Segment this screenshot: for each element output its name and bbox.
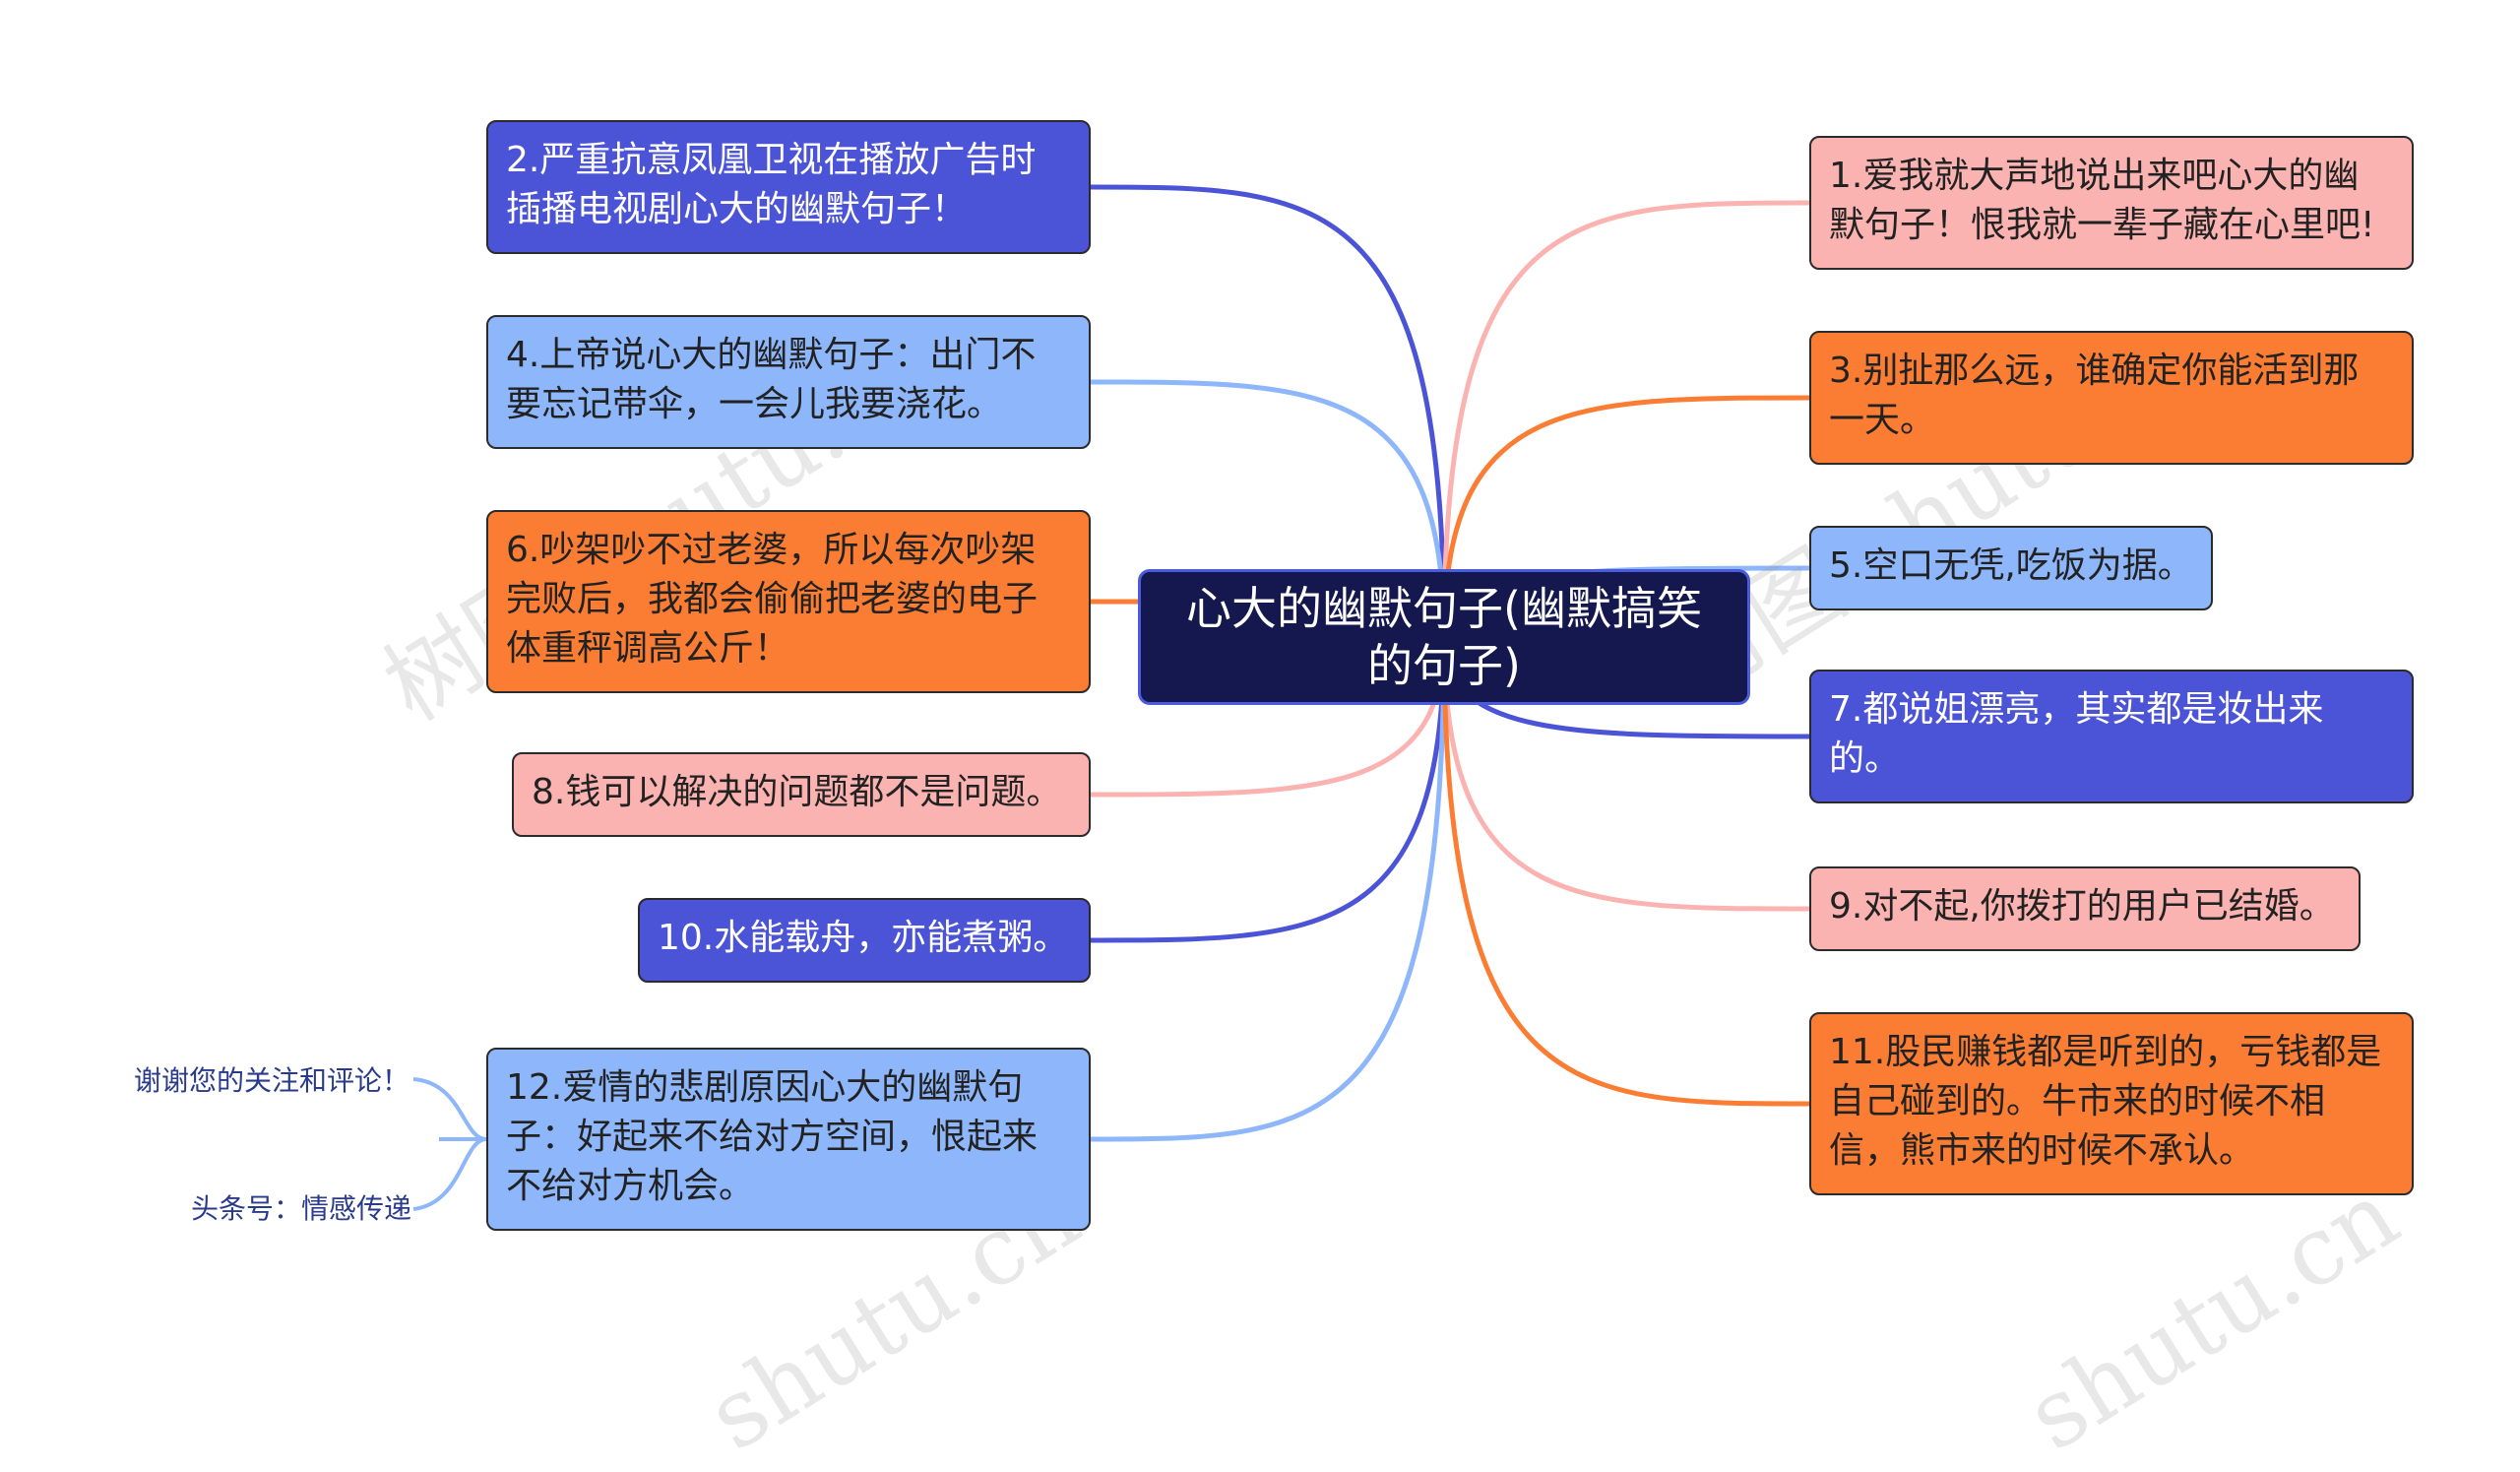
connector-line xyxy=(1090,184,1447,638)
connector-line xyxy=(1090,379,1447,638)
sub-topic-bracket xyxy=(412,1077,487,1211)
central-topic[interactable]: 心大的幽默句子(幽默搞笑的句子) xyxy=(1138,569,1750,705)
connector-line xyxy=(1441,636,1810,1107)
topic-node-10[interactable]: 10.水能载舟，亦能煮粥。 xyxy=(638,898,1091,983)
connector-line xyxy=(1441,636,1810,912)
topic-node-12[interactable]: 12.爱情的悲剧原因心大的幽默句子：好起来不给对方空间，恨起来不给对方机会。 xyxy=(486,1048,1091,1231)
connector-line xyxy=(1441,200,1810,638)
topic-node-9[interactable]: 9.对不起,你拨打的用户已结婚。 xyxy=(1809,866,2361,951)
topic-node-2[interactable]: 2.严重抗意凤凰卫视在播放广告时插播电视剧心大的幽默句子！ xyxy=(486,120,1091,254)
connector-line xyxy=(1090,636,1447,943)
connector-lines xyxy=(412,184,1810,1211)
connector-line xyxy=(1090,636,1447,1142)
topic-node-7[interactable]: 7.都说姐漂亮，其实都是妆出来的。 xyxy=(1809,670,2414,803)
topic-node-8[interactable]: 8.钱可以解决的问题都不是问题。 xyxy=(512,752,1091,837)
topic-node-11[interactable]: 11.股民赚钱都是听到的，亏钱都是自己碰到的。牛市来的时候不相信，熊市来的时候不… xyxy=(1809,1012,2414,1195)
connector-line xyxy=(1441,395,1810,638)
topic-node-3[interactable]: 3.别扯那么远，谁确定你能活到那一天。 xyxy=(1809,331,2414,465)
topic-node-4[interactable]: 4.上帝说心大的幽默句子：出门不要忘记带伞，一会儿我要浇花。 xyxy=(486,315,1091,449)
sub-topic-account[interactable]: 头条号：情感传递 xyxy=(191,1192,412,1225)
topic-node-6[interactable]: 6.吵架吵不过老婆，所以每次吵架完败后，我都会偷偷把老婆的电子体重秤调高公斤！ xyxy=(486,510,1091,693)
mindmap-canvas: 树图 shutu.cn 树图 shutu.cn shutu.cn shutu.c… xyxy=(134,120,2417,1472)
topic-node-5[interactable]: 5.空口无凭,吃饭为据。 xyxy=(1809,526,2213,610)
sub-topic-thanks[interactable]: 谢谢您的关注和评论！ xyxy=(134,1064,410,1097)
topic-node-1[interactable]: 1.爱我就大声地说出来吧心大的幽默句子！恨我就一辈子藏在心里吧! xyxy=(1809,136,2414,270)
